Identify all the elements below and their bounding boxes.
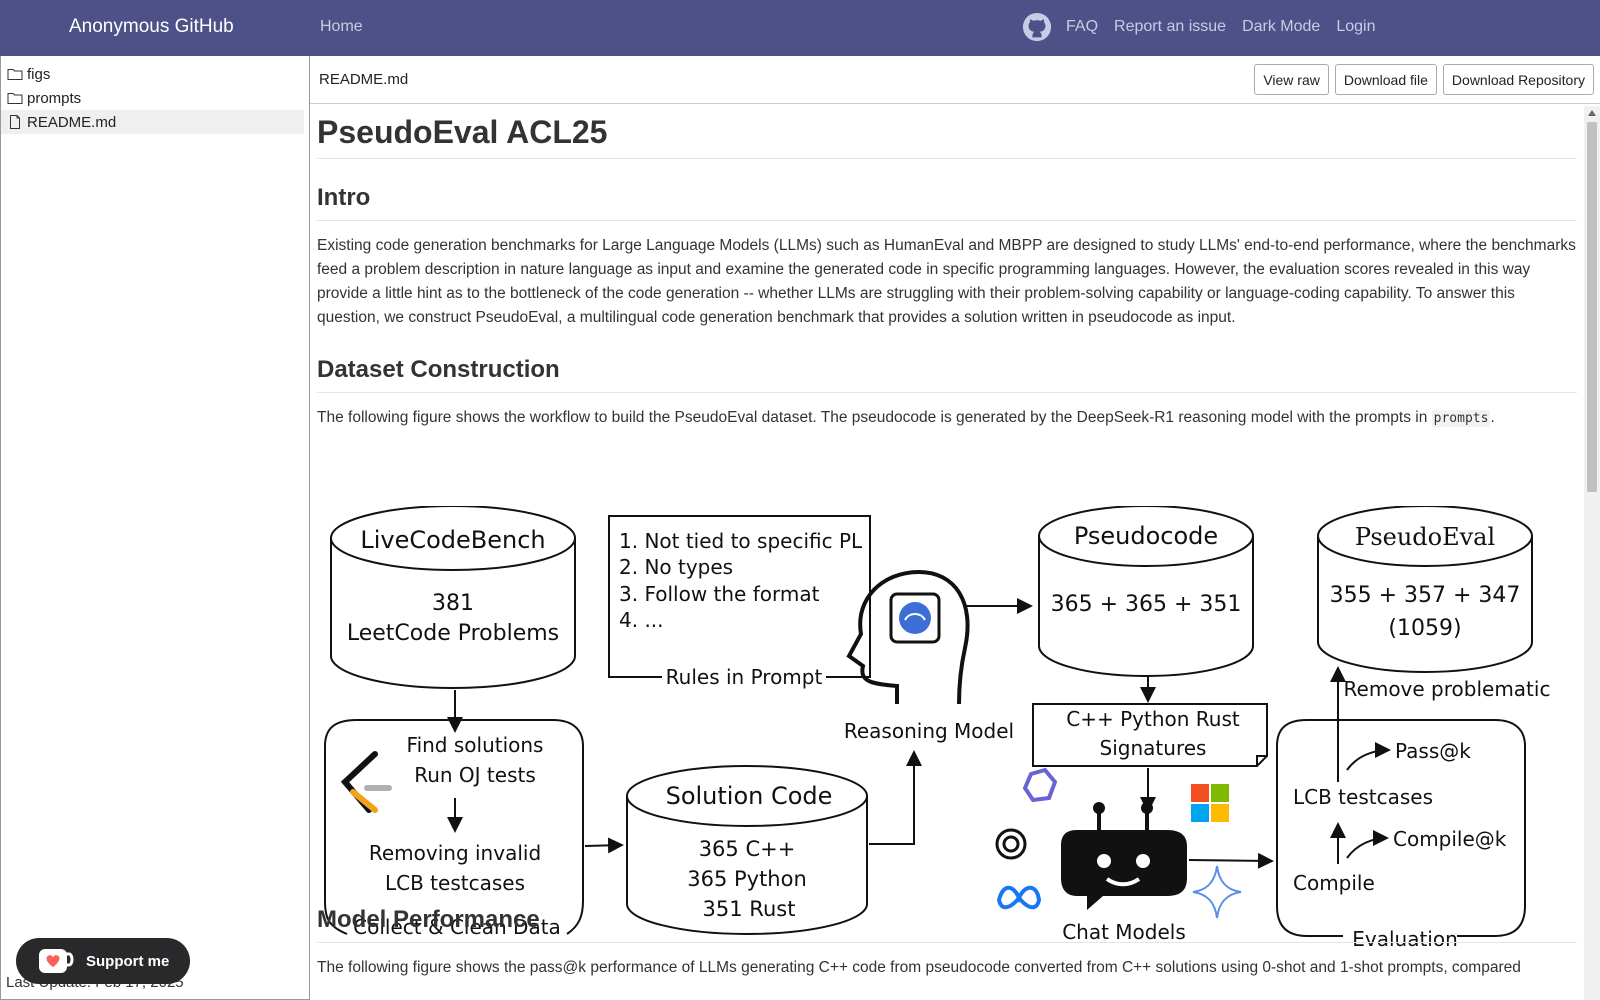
gemini-logo-icon xyxy=(1192,865,1242,919)
livecodebench-count: 381 xyxy=(432,591,474,616)
livecodebench-title: LiveCodeBench xyxy=(360,526,545,554)
file-icon xyxy=(10,115,20,129)
support-me-button[interactable]: Support me xyxy=(16,938,190,984)
run-oj-text: Run OJ tests xyxy=(414,763,536,787)
livecodebench-cylinder xyxy=(330,506,576,689)
signature-langs: C++ Python Rust xyxy=(1066,707,1240,731)
collect-clean-box xyxy=(324,719,584,935)
dataset-heading: Dataset Construction xyxy=(317,356,560,383)
intro-heading: Intro xyxy=(317,184,371,211)
reasoning-head-icon xyxy=(846,569,970,705)
file-actions: View raw Download file Download Reposito… xyxy=(1254,64,1594,95)
readme-title: PseudoEval ACL25 xyxy=(317,114,608,150)
nav-report-issue-link[interactable]: Report an issue xyxy=(1114,18,1227,35)
divider xyxy=(317,220,1577,221)
qwen-logo-icon xyxy=(1022,767,1058,803)
pseudoeval-total: (1059) xyxy=(1388,616,1461,641)
solution-rust: 351 Rust xyxy=(703,897,796,921)
tree-item-label: README.md xyxy=(27,113,117,131)
tree-item-prompts[interactable]: prompts xyxy=(1,86,309,110)
scroll-thumb[interactable] xyxy=(1587,122,1597,492)
file-name: README.md xyxy=(319,71,409,88)
rule-3: 3. Follow the format xyxy=(619,582,820,606)
openai-logo-icon xyxy=(995,828,1027,860)
livecodebench-sub: LeetCode Problems xyxy=(347,621,559,646)
rules-label: Rules in Prompt xyxy=(666,665,823,689)
passk-text: Pass@k xyxy=(1395,739,1471,763)
find-solutions-text: Find solutions xyxy=(407,733,544,757)
pseudoeval-cylinder xyxy=(1317,506,1533,673)
pseudocode-counts: 365 + 365 + 351 xyxy=(1051,592,1242,617)
dataset-text: The following figure shows the workflow … xyxy=(317,409,1432,426)
content-scrollbar[interactable] xyxy=(1584,106,1600,1000)
readme-content: PseudoEval ACL25 Intro Existing code gen… xyxy=(317,104,1577,1000)
rule-2: 2. No types xyxy=(619,555,733,579)
signatures-label: Signatures xyxy=(1100,736,1207,760)
microsoft-logo-icon xyxy=(1191,784,1229,822)
prompts-code: prompts xyxy=(1431,410,1491,427)
chat-robot-icon xyxy=(1061,802,1187,910)
signatures-box xyxy=(1032,703,1268,767)
tree-item-readme[interactable]: README.md xyxy=(1,110,304,134)
folder-icon xyxy=(7,93,23,104)
dataset-text-end: . xyxy=(1490,409,1495,426)
removing-text: Removing invalid xyxy=(369,841,541,865)
rule-1: 1. Not tied to specific PL xyxy=(619,529,863,553)
brand-link[interactable]: Anonymous GitHub xyxy=(69,16,234,37)
github-icon[interactable] xyxy=(1022,12,1052,42)
tree-item-figs[interactable]: figs xyxy=(1,62,309,86)
ko-fi-cup-icon xyxy=(39,949,74,973)
pseudocode-cylinder xyxy=(1038,506,1254,677)
solution-code-title: Solution Code xyxy=(666,782,833,810)
file-tree-sidebar: figs prompts README.md Last Update: Feb … xyxy=(0,56,310,1000)
workflow-figure: LiveCodeBench 381 LeetCode Problems 1. N… xyxy=(324,506,1551,951)
solution-cpp: 365 C++ xyxy=(699,837,796,861)
download-repository-button[interactable]: Download Repository xyxy=(1442,64,1594,95)
tree-item-label: figs xyxy=(27,65,51,83)
pseudoeval-counts: 355 + 357 + 347 xyxy=(1330,583,1521,608)
chat-models-label: Chat Models xyxy=(1062,920,1186,944)
rule-4: 4. ... xyxy=(619,608,664,632)
remove-problematic-text: Remove problematic xyxy=(1344,677,1551,701)
model-performance-heading: Model Performance xyxy=(317,906,540,933)
reasoning-model-label: Reasoning Model xyxy=(844,719,1014,743)
lcb-testcases-eval-text: LCB testcases xyxy=(1293,785,1433,809)
compile-text: Compile xyxy=(1293,871,1375,895)
meta-logo-icon xyxy=(996,885,1042,910)
compilek-text: Compile@k xyxy=(1393,827,1507,851)
pseudocode-title: Pseudocode xyxy=(1074,522,1218,550)
evaluation-box xyxy=(1276,719,1526,937)
divider xyxy=(317,942,1577,943)
leetcode-icon xyxy=(340,751,392,813)
nav-faq-link[interactable]: FAQ xyxy=(1066,18,1099,35)
scroll-up-arrow-icon[interactable] xyxy=(1588,110,1596,116)
pseudoeval-title: PseudoEval xyxy=(1355,523,1495,551)
main-panel: README.md View raw Download file Downloa… xyxy=(310,56,1600,1000)
intro-paragraph: Existing code generation benchmarks for … xyxy=(317,237,1576,326)
nav-login-link[interactable]: Login xyxy=(1336,18,1376,35)
divider xyxy=(317,392,1577,393)
nav-dark-mode-link[interactable]: Dark Mode xyxy=(1242,18,1321,35)
view-raw-button[interactable]: View raw xyxy=(1254,64,1329,95)
download-file-button[interactable]: Download file xyxy=(1334,64,1437,95)
tree-item-label: prompts xyxy=(27,89,82,107)
folder-icon xyxy=(7,69,23,80)
collect-clean-label: Collect & Clean Data xyxy=(353,915,561,939)
nav-home-link[interactable]: Home xyxy=(320,18,363,35)
lcb-testcases-text: LCB testcases xyxy=(385,871,525,895)
file-header: README.md View raw Download file Downloa… xyxy=(310,56,1600,104)
support-me-label: Support me xyxy=(86,952,170,970)
solution-python: 365 Python xyxy=(687,867,807,891)
file-tree: figs prompts README.md xyxy=(1,62,309,134)
nav-right: FAQ Report an issue Dark Mode Login xyxy=(1022,12,1391,42)
dataset-paragraph: The following figure shows the workflow … xyxy=(317,406,1577,431)
evaluation-label: Evaluation xyxy=(1352,927,1458,951)
top-navbar: Anonymous GitHub Home FAQ Report an issu… xyxy=(0,0,1600,56)
performance-paragraph: The following figure shows the pass@k pe… xyxy=(317,959,1521,976)
divider xyxy=(317,158,1577,159)
solution-code-cylinder xyxy=(626,765,868,935)
